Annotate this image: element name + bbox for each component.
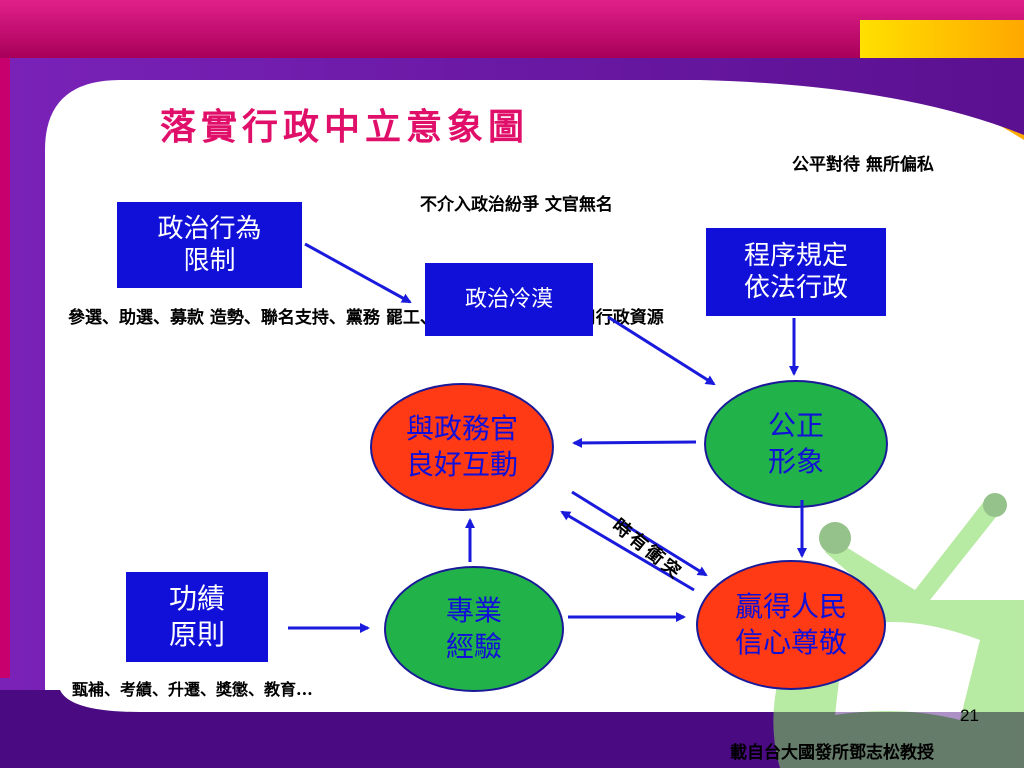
arrow-trust-to-interaction bbox=[560, 510, 695, 592]
arrow-limits-to-apathy bbox=[304, 242, 412, 304]
oval-fair-image: 公正 形象 bbox=[704, 380, 888, 508]
arrow-fair-to-interaction bbox=[572, 437, 697, 448]
box-merit-principle: 功績 原則 bbox=[126, 572, 268, 662]
arrow-interaction-to-trust bbox=[571, 490, 708, 577]
left-strip bbox=[0, 58, 10, 678]
page-title: 落實行政中立意象圖 bbox=[160, 106, 530, 148]
oval-interaction: 與政務官 良好互動 bbox=[370, 383, 554, 511]
note-no-politics: 不介入政治紛爭 文官無名 bbox=[420, 195, 613, 215]
bottom-band bbox=[0, 690, 1024, 768]
oval-expertise: 專業 經驗 bbox=[384, 566, 564, 692]
page-number: 21 bbox=[960, 706, 979, 725]
note-merit-items: 甄補、考績、升遷、獎懲、教育... bbox=[72, 680, 313, 699]
box-procedure: 程序規定 依法行政 bbox=[706, 228, 886, 316]
box-political-apathy: 政治冷漠 bbox=[425, 263, 593, 336]
oval-trust: 贏得人民 信心尊敬 bbox=[696, 560, 886, 690]
top-band bbox=[0, 0, 1024, 58]
arrow-apathy-to-fair bbox=[607, 315, 716, 386]
box-political-limits: 政治行為 限制 bbox=[117, 202, 302, 288]
note-fair-treatment: 公平對待 無所偏私 bbox=[792, 155, 934, 175]
credit-text: 載自台大國發所鄧志松教授 bbox=[730, 743, 934, 763]
